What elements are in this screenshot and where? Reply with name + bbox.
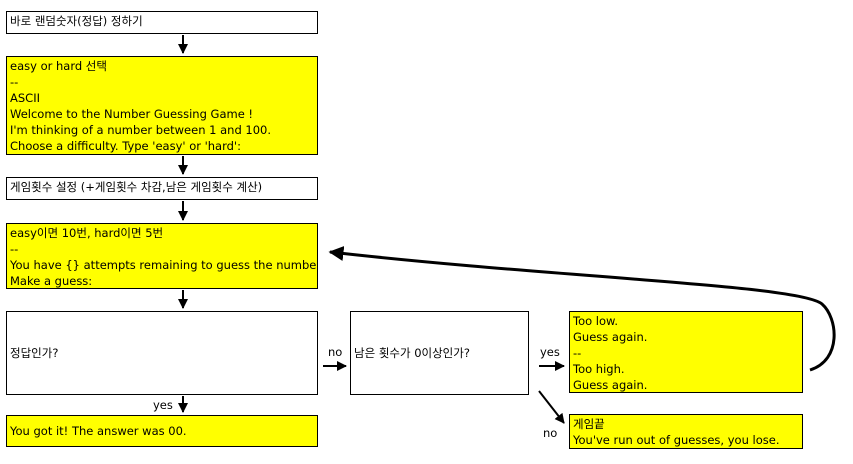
edge-label-no: no (543, 426, 558, 440)
random-answer-text: 바로 랜덤숫자(정답) 정하기 (10, 14, 143, 28)
attempts-info-line: -- (10, 242, 19, 256)
game-over-box: 게임끝 You've run out of guesses, you lose. (569, 414, 803, 449)
hint-line: Guess again. (573, 378, 648, 392)
attempts-info-box: easy이면 10번, hard이면 5번 -- You have {} att… (6, 223, 318, 289)
difficulty-line: easy or hard 선택 (10, 59, 107, 73)
remaining-check-decision-box: 남은 횟수가 0이상인가? (350, 311, 529, 395)
difficulty-line: Welcome to the Number Guessing Game ! (10, 107, 254, 121)
loop-back-arrow (328, 246, 836, 372)
hint-line: Too low. (573, 314, 619, 328)
win-text: You got it! The answer was 00. (10, 424, 187, 438)
hint-line: Guess again. (573, 330, 648, 344)
difficulty-box: easy or hard 선택 -- ASCII Welcome to the … (6, 56, 318, 155)
attempts-info-line: You have {} attempts remaining to guess … (10, 258, 318, 272)
edge-label-no: no (328, 345, 343, 359)
hint-box: Too low. Guess again. -- Too high. Guess… (569, 311, 803, 393)
difficulty-line: I'm thinking of a number between 1 and 1… (10, 123, 272, 137)
attempts-setup-text: 게임횟수 설정 (+게임횟수 차감,남은 게임횟수 계산) (10, 180, 263, 194)
attempts-setup-box: 게임횟수 설정 (+게임횟수 차감,남은 게임횟수 계산) (6, 177, 318, 200)
difficulty-line: -- (10, 75, 19, 89)
edge-label-yes: yes (540, 345, 560, 359)
game-over-line: 게임끝 (573, 417, 605, 431)
hint-line: -- (573, 346, 582, 360)
difficulty-line: ASCII (10, 91, 40, 105)
win-box: You got it! The answer was 00. (6, 415, 318, 447)
is-correct-decision-box: 정답인가? (6, 311, 318, 395)
attempts-info-line: easy이면 10번, hard이면 5번 (10, 226, 164, 240)
game-over-line: You've run out of guesses, you lose. (573, 433, 780, 447)
hint-line: Too high. (573, 362, 625, 376)
remaining-check-text: 남은 횟수가 0이상인가? (354, 346, 470, 360)
difficulty-line: Choose a difficulty. Type 'easy' or 'har… (10, 139, 241, 153)
edge-label-yes: yes (153, 398, 173, 412)
arrow-remaining-to-game-over (538, 390, 565, 424)
attempts-info-line: Make a guess: (10, 274, 93, 288)
random-answer-box: 바로 랜덤숫자(정답) 정하기 (6, 11, 318, 34)
is-correct-text: 정답인가? (10, 346, 59, 360)
